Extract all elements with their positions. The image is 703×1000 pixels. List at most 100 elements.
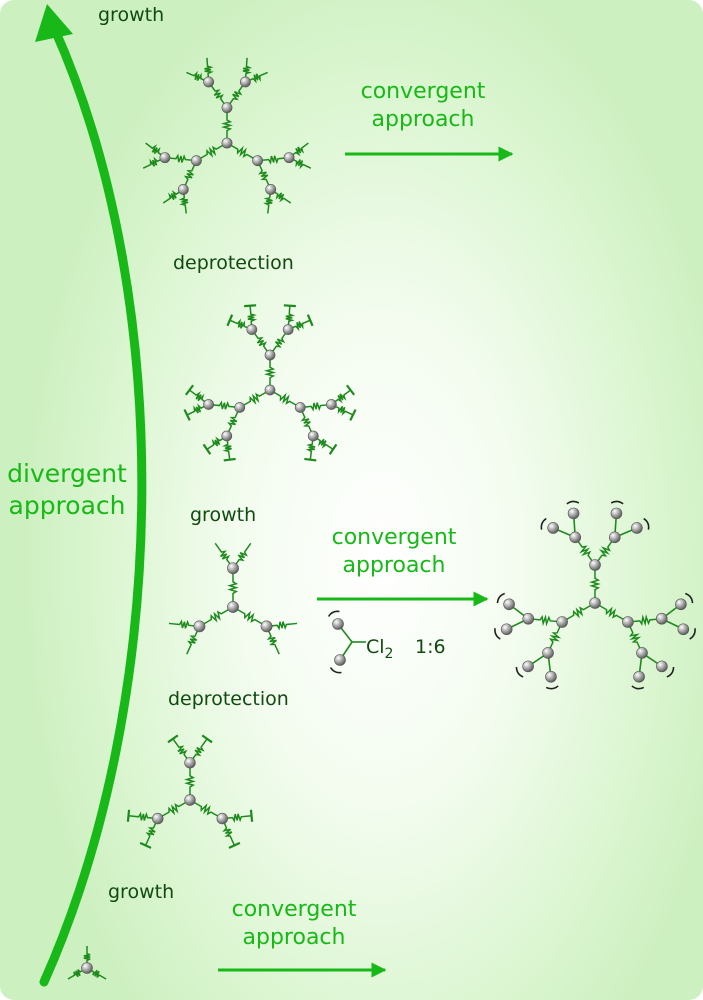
atom	[264, 384, 276, 396]
chain-bond	[196, 142, 228, 162]
chain-bond	[300, 402, 332, 412]
atom	[677, 623, 690, 636]
convergent-bottom-line2: approach	[242, 925, 346, 950]
chain-bond	[242, 57, 253, 82]
chain-bond	[145, 142, 166, 159]
atom	[307, 430, 319, 442]
chain-bond	[594, 536, 616, 566]
atom	[655, 612, 668, 625]
atom	[294, 402, 306, 413]
reagent-cl: Cl	[366, 636, 385, 658]
atom	[569, 531, 582, 544]
chlorine-mark	[666, 666, 675, 678]
atom	[184, 794, 196, 806]
ratio-label: 1:6	[415, 636, 446, 658]
chain-bond	[206, 435, 228, 450]
end-cap	[283, 304, 296, 308]
atom	[631, 522, 643, 534]
convergent-mid-line2: approach	[342, 553, 446, 578]
chain-bond	[178, 189, 189, 214]
chlorine-mark	[496, 592, 506, 604]
atom	[326, 399, 337, 410]
chain-bond	[189, 389, 210, 406]
chain-bond	[547, 621, 563, 654]
divergent-arrowhead	[35, 4, 73, 42]
chain-bond	[285, 305, 296, 330]
convergent-bottom-line1: convergent	[231, 897, 357, 922]
chlorine-mark	[515, 666, 524, 678]
atom	[227, 601, 239, 613]
atom	[193, 620, 206, 633]
divergent-arrow	[39, 25, 147, 987]
chain-bond	[270, 188, 292, 204]
end-cap	[244, 304, 257, 308]
chain-bond	[287, 319, 311, 332]
atom	[264, 349, 276, 361]
deprotection-label-2: deprotection	[168, 688, 289, 710]
end-cap	[183, 409, 191, 421]
growth-label-mid: growth	[190, 504, 257, 526]
chain-bond	[251, 329, 271, 356]
chain-bond	[256, 160, 272, 190]
divergent-label: divergent approach	[0, 458, 134, 522]
chain-bond	[184, 762, 196, 800]
molecule-convergent-product	[494, 500, 696, 690]
end-cap	[223, 457, 236, 462]
chain-bond	[232, 606, 267, 628]
convergent-top-line2: approach	[371, 107, 475, 132]
chain-bond	[168, 619, 200, 629]
atom	[545, 670, 557, 683]
atom	[589, 559, 601, 571]
atom	[334, 654, 346, 666]
chain-bond	[627, 621, 643, 654]
chlorine-mark	[631, 685, 645, 690]
atom	[675, 598, 687, 611]
chain-bond	[574, 536, 596, 566]
chain-bond	[257, 155, 290, 165]
chain-bond	[220, 107, 234, 143]
convergent-top-line1: convergent	[360, 79, 486, 104]
chain-bond	[239, 389, 271, 409]
chain-bond	[266, 621, 298, 631]
atom	[159, 152, 171, 164]
chlorine-mark	[689, 628, 696, 640]
chain-bond	[157, 799, 191, 820]
atom	[265, 184, 277, 195]
chain-bond	[226, 81, 246, 109]
atom	[246, 324, 258, 335]
atom	[522, 612, 535, 625]
chain-bond	[204, 57, 214, 82]
chain-bond	[83, 946, 91, 968]
atom	[282, 324, 294, 335]
atom	[556, 616, 568, 628]
chain-bond	[229, 318, 253, 331]
atom	[203, 76, 215, 88]
end-cap	[328, 443, 338, 455]
divergent-line2: approach	[8, 491, 126, 520]
chain-bond	[330, 389, 351, 406]
chain-bond	[189, 799, 223, 820]
atom	[656, 660, 668, 673]
chain-bond	[142, 156, 166, 169]
chain-bond	[226, 142, 258, 162]
chain-bond	[144, 818, 159, 846]
atom	[500, 623, 513, 636]
chain-bond	[245, 71, 268, 84]
atom	[542, 647, 554, 659]
molecule-gen1-protected	[126, 734, 254, 849]
convergent-label-top: convergent approach	[343, 78, 503, 134]
chain-bond	[561, 602, 596, 623]
atom	[283, 152, 295, 164]
atom	[260, 620, 273, 633]
chain-bond	[186, 403, 209, 416]
end-cap	[202, 443, 212, 455]
atom	[190, 155, 202, 167]
atom	[636, 647, 648, 659]
chain-bond	[182, 160, 198, 190]
chain-bond	[594, 602, 629, 623]
atom	[227, 562, 239, 575]
chlorine-mark	[643, 517, 650, 530]
chain-bond	[528, 614, 563, 627]
reagent-subscript: 2	[384, 645, 394, 662]
chain-bond	[263, 189, 273, 214]
